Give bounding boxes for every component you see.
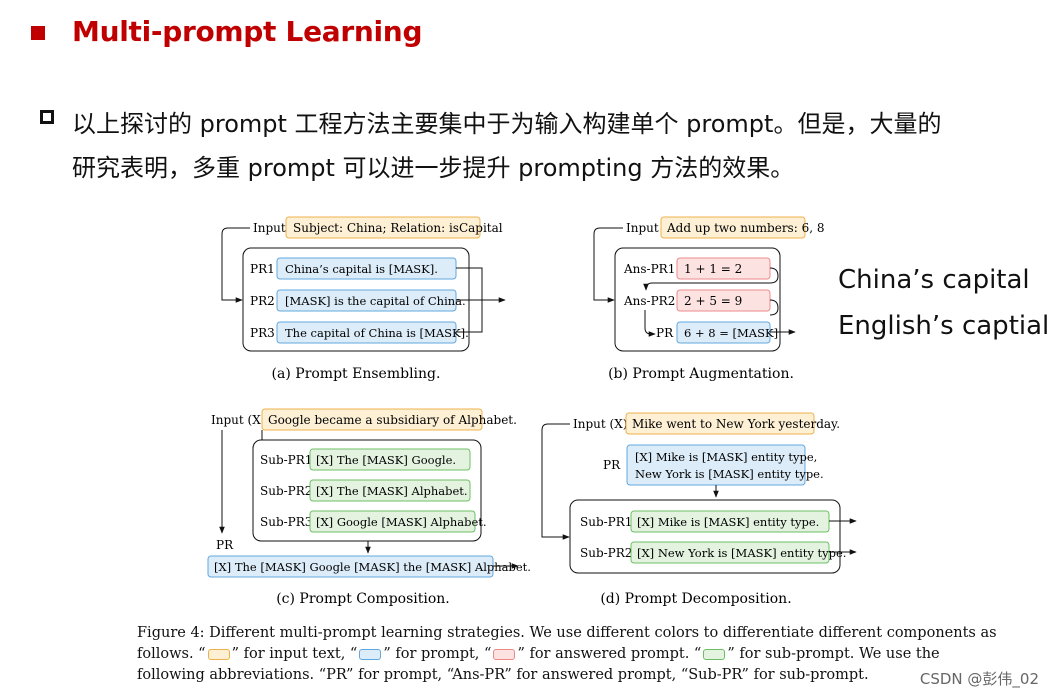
panel-d-input-box — [625, 412, 815, 435]
panel-a-input-arrow — [221, 227, 250, 303]
panel-d-pr-line2: New York is [MASK] entity type. — [635, 467, 824, 481]
panel-a-row1-label: PR1 — [250, 262, 275, 276]
panel-d-input-text: Mike went to New York yesterday. — [632, 417, 840, 431]
panel-c-pr-text: [X] The [MASK] Google [MASK] the [MASK] … — [214, 560, 531, 574]
panel-b-link-1 — [643, 267, 779, 291]
figure-caption-line-3: following abbreviations. “PR” for prompt… — [137, 667, 869, 683]
panel-a-prompt-ensembling: Input Subject: China; Relation: isCapita… — [221, 216, 506, 382]
panel-c-row3-box — [309, 510, 476, 533]
panel-b-input-text: Add up two numbers: 6, 8 — [666, 221, 824, 235]
panel-d-row1-label: Sub-PR1 — [580, 515, 632, 529]
panel-d-input-label: Input (X) — [573, 417, 627, 431]
panel-a-caption: (a) Prompt Ensembling. — [272, 366, 441, 382]
title-bullet-icon — [31, 26, 45, 40]
caption-part-c: ” for prompt, “ — [383, 646, 492, 662]
figure-caption-line-1: Figure 4: Different multi-prompt learnin… — [137, 625, 997, 641]
panel-c-input-box — [261, 408, 483, 431]
panel-b-caption: (b) Prompt Augmentation. — [608, 366, 794, 382]
sub-prompt-color-swatch-icon — [703, 648, 726, 660]
panel-c-row1-label: Sub-PR1 — [260, 453, 312, 467]
panel-d-row2-text: [X] New York is [MASK] entity type. — [637, 546, 846, 560]
panel-c-row3-text: [X] Google [MASK] Alphabet. — [316, 515, 487, 529]
panel-a-input-text: Subject: China; Relation: isCapital — [293, 221, 503, 235]
panel-b-row2-label: Ans-PR2 — [623, 294, 675, 308]
caption-part-b: ” for input text, “ — [231, 646, 358, 662]
panel-c-row1-box — [309, 448, 471, 471]
panel-c-prompt-composition: Input (X) Google became a subsidiary of … — [207, 408, 531, 607]
panel-b-input-box — [660, 216, 806, 239]
panel-d-prompt-decomposition: Input (X) Mike went to New York yesterda… — [541, 412, 857, 607]
panel-a-row2-label: PR2 — [250, 294, 275, 308]
panel-b-link-3 — [769, 299, 779, 316]
figure-caption-line-2: follows. “ ” for input text, “ ” for promp… — [137, 646, 940, 662]
panel-a-input-label: Input — [253, 221, 286, 235]
side-note-line-2: English’s captial — [838, 311, 1050, 341]
panel-a-row2-text: [MASK] is the capital of China. — [285, 294, 466, 308]
prompt-color-swatch-icon — [359, 648, 382, 660]
side-note-line-1: China’s capital — [838, 265, 1030, 295]
panel-b-input-label: Input — [626, 221, 659, 235]
panel-c-input-label: Input (X) — [211, 413, 265, 427]
watermark: CSDN @彭伟_02 — [919, 670, 1039, 688]
caption-part-d: ” for answered prompt. “ — [517, 646, 702, 662]
slide-title: Multi-prompt Learning — [72, 15, 423, 48]
panel-c-row2-text: [X] The [MASK] Alphabet. — [316, 484, 468, 498]
paragraph-bullet-icon — [40, 110, 54, 124]
panel-a-row1-text: China’s capital is [MASK]. — [285, 262, 438, 276]
input-color-swatch-icon — [207, 648, 230, 660]
panel-a-row3-text: The capital of China is [MASK]. — [285, 326, 469, 340]
panel-c-input-text: Google became a subsidiary of Alphabet. — [268, 413, 517, 427]
panel-d-row2-label: Sub-PR2 — [580, 546, 632, 560]
caption-part-e: ” for sub-prompt. We use the — [727, 646, 940, 662]
panel-d-pr-label: PR — [603, 458, 621, 472]
panel-b-row3-text: 6 + 8 = [MASK] — [684, 326, 778, 340]
panel-b-row3-label: PR — [656, 326, 674, 340]
panel-d-container — [569, 499, 841, 574]
panel-d-row1-text: [X] Mike is [MASK] entity type. — [637, 515, 819, 529]
panel-d-pr-line1: [X] Mike is [MASK] entity type, — [635, 450, 817, 464]
panel-c-pr-label: PR — [216, 538, 234, 552]
panel-c-row1-text: [X] The [MASK] Google. — [316, 453, 456, 467]
panel-b-input-arrow — [593, 227, 623, 303]
panel-a-row3-label: PR3 — [250, 326, 275, 340]
panel-b-prompt-augmentation: Input Add up two numbers: 6, 8 Ans-PR1 1… — [593, 216, 824, 382]
panel-b-row1-text: 1 + 1 = 2 — [684, 262, 742, 276]
caption-part-a: follows. “ — [137, 646, 206, 662]
panel-d-input-arrow — [541, 423, 570, 540]
panel-c-caption: (c) Prompt Composition. — [276, 591, 450, 607]
paragraph-line-2: 研究表明，多重 prompt 可以进一步提升 prompting 方法的效果。 — [72, 154, 795, 182]
panel-a-input-box — [285, 216, 481, 239]
paragraph-line-1: 以上探讨的 prompt 工程方法主要集中于为输入构建单个 prompt。但是，… — [72, 110, 942, 138]
panel-b-row2-text: 2 + 5 = 9 — [684, 294, 742, 308]
answer-color-swatch-icon — [493, 648, 516, 660]
panel-b-link-2 — [644, 310, 656, 337]
panel-b-row1-label: Ans-PR1 — [623, 262, 675, 276]
panel-c-row2-box — [309, 479, 471, 502]
panel-c-container — [252, 439, 482, 542]
panel-b-container — [614, 247, 781, 352]
panel-d-caption: (d) Prompt Decomposition. — [600, 591, 791, 607]
panel-c-row3-label: Sub-PR3 — [260, 515, 312, 529]
panel-c-row2-label: Sub-PR2 — [260, 484, 312, 498]
